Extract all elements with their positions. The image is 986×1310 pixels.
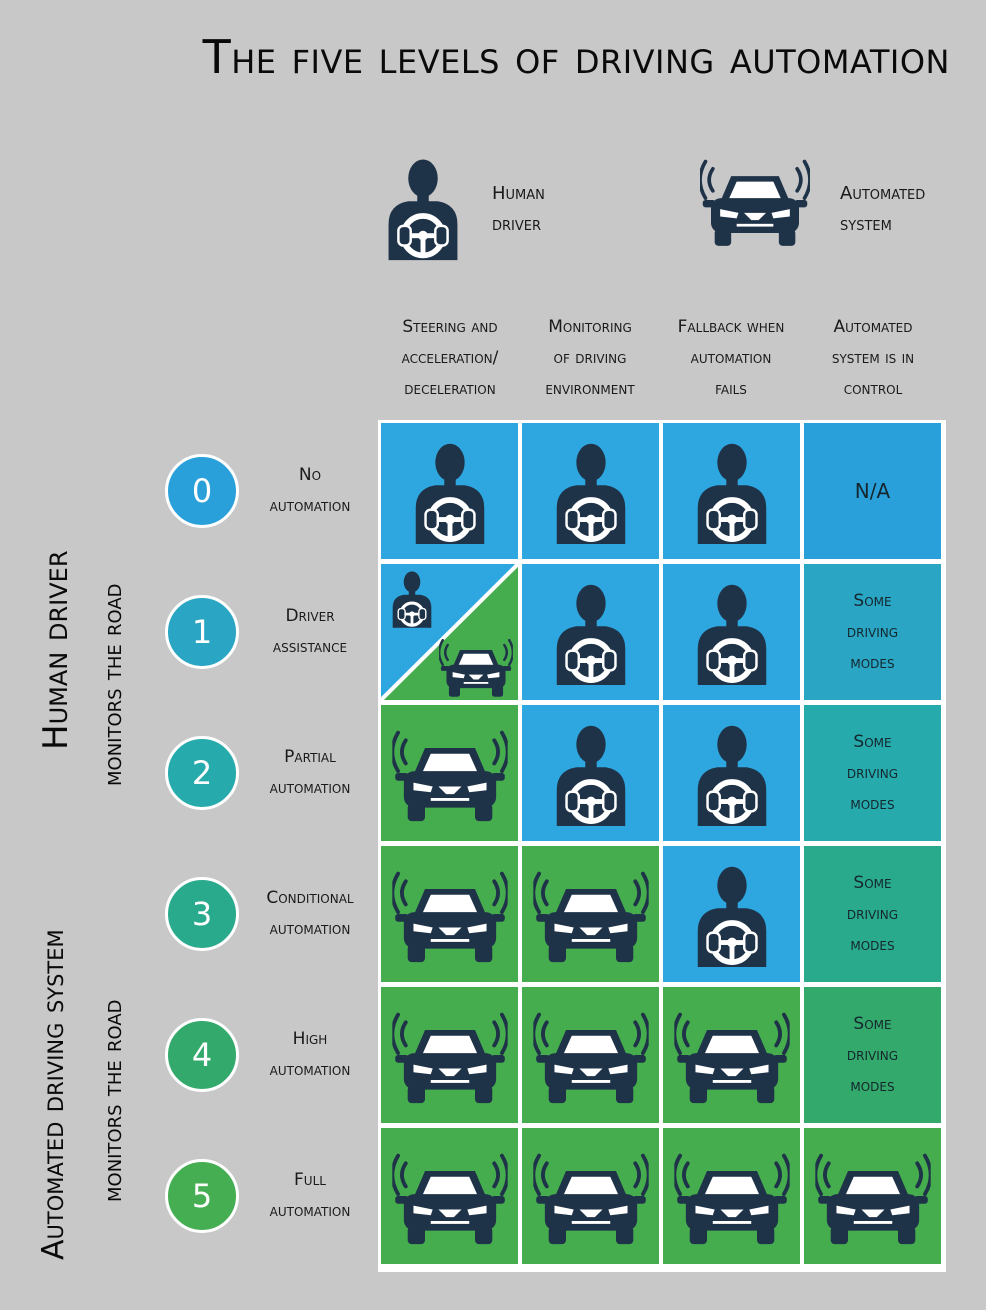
control-text: N/A bbox=[854, 478, 891, 503]
cell-human-driver bbox=[663, 846, 800, 982]
car-sensor-icon bbox=[700, 152, 810, 248]
level-1-badge: 1 bbox=[165, 595, 239, 669]
cell-control-description: N/A bbox=[804, 423, 941, 559]
car-sensor-icon bbox=[815, 1146, 931, 1246]
level-3-badge: 3 bbox=[165, 877, 239, 951]
cell-automated-system bbox=[381, 705, 518, 841]
driver-icon bbox=[691, 861, 773, 967]
cell-automated-system bbox=[381, 846, 518, 982]
cell-automated-system bbox=[663, 987, 800, 1123]
driver-icon bbox=[550, 438, 632, 544]
group-label-system-line1: Automated driving system bbox=[36, 929, 71, 1260]
cell-human-driver bbox=[522, 564, 659, 700]
car-sensor-icon bbox=[533, 1005, 649, 1105]
cell-human-driver bbox=[522, 705, 659, 841]
driver-icon bbox=[409, 438, 491, 544]
cell-automated-system bbox=[522, 987, 659, 1123]
cell-automated-system bbox=[663, 1128, 800, 1264]
legend-human-label: Human driver bbox=[492, 183, 545, 235]
cell-automated-system bbox=[522, 1128, 659, 1264]
cell-automated-system bbox=[522, 846, 659, 982]
driver-icon bbox=[691, 720, 773, 826]
driver-icon bbox=[382, 152, 464, 262]
cell-shared-control bbox=[381, 564, 518, 700]
level-0-badge: 0 bbox=[165, 454, 239, 528]
driver-icon bbox=[691, 579, 773, 685]
car-sensor-icon bbox=[674, 1146, 790, 1246]
car-sensor-icon bbox=[392, 1005, 508, 1105]
cell-human-driver bbox=[663, 705, 800, 841]
car-sensor-icon bbox=[437, 634, 515, 698]
cell-human-driver bbox=[663, 564, 800, 700]
car-sensor-icon bbox=[533, 864, 649, 964]
driver-icon bbox=[389, 568, 435, 628]
group-label-system-line2: monitors the road bbox=[98, 999, 128, 1202]
cell-automated-system bbox=[381, 987, 518, 1123]
driver-icon bbox=[691, 438, 773, 544]
cell-automated-system bbox=[804, 1128, 941, 1264]
cell-automated-system bbox=[381, 1128, 518, 1264]
driver-icon bbox=[550, 579, 632, 685]
level-2-badge: 2 bbox=[165, 736, 239, 810]
level-5-badge: 5 bbox=[165, 1159, 239, 1233]
legend-system-label: Automated system bbox=[840, 183, 926, 235]
car-sensor-icon bbox=[674, 1005, 790, 1105]
group-label-human-line1: Human driver bbox=[36, 550, 76, 750]
cell-human-driver bbox=[522, 423, 659, 559]
cell-human-driver bbox=[663, 423, 800, 559]
car-sensor-icon bbox=[392, 1146, 508, 1246]
car-sensor-icon bbox=[392, 723, 508, 823]
page-title: The five levels of driving automation bbox=[202, 30, 950, 84]
group-label-human-line2: monitors the road bbox=[98, 583, 128, 786]
level-4-badge: 4 bbox=[165, 1018, 239, 1092]
car-sensor-icon bbox=[392, 864, 508, 964]
driver-icon bbox=[550, 720, 632, 826]
cell-human-driver bbox=[381, 423, 518, 559]
car-sensor-icon bbox=[533, 1146, 649, 1246]
